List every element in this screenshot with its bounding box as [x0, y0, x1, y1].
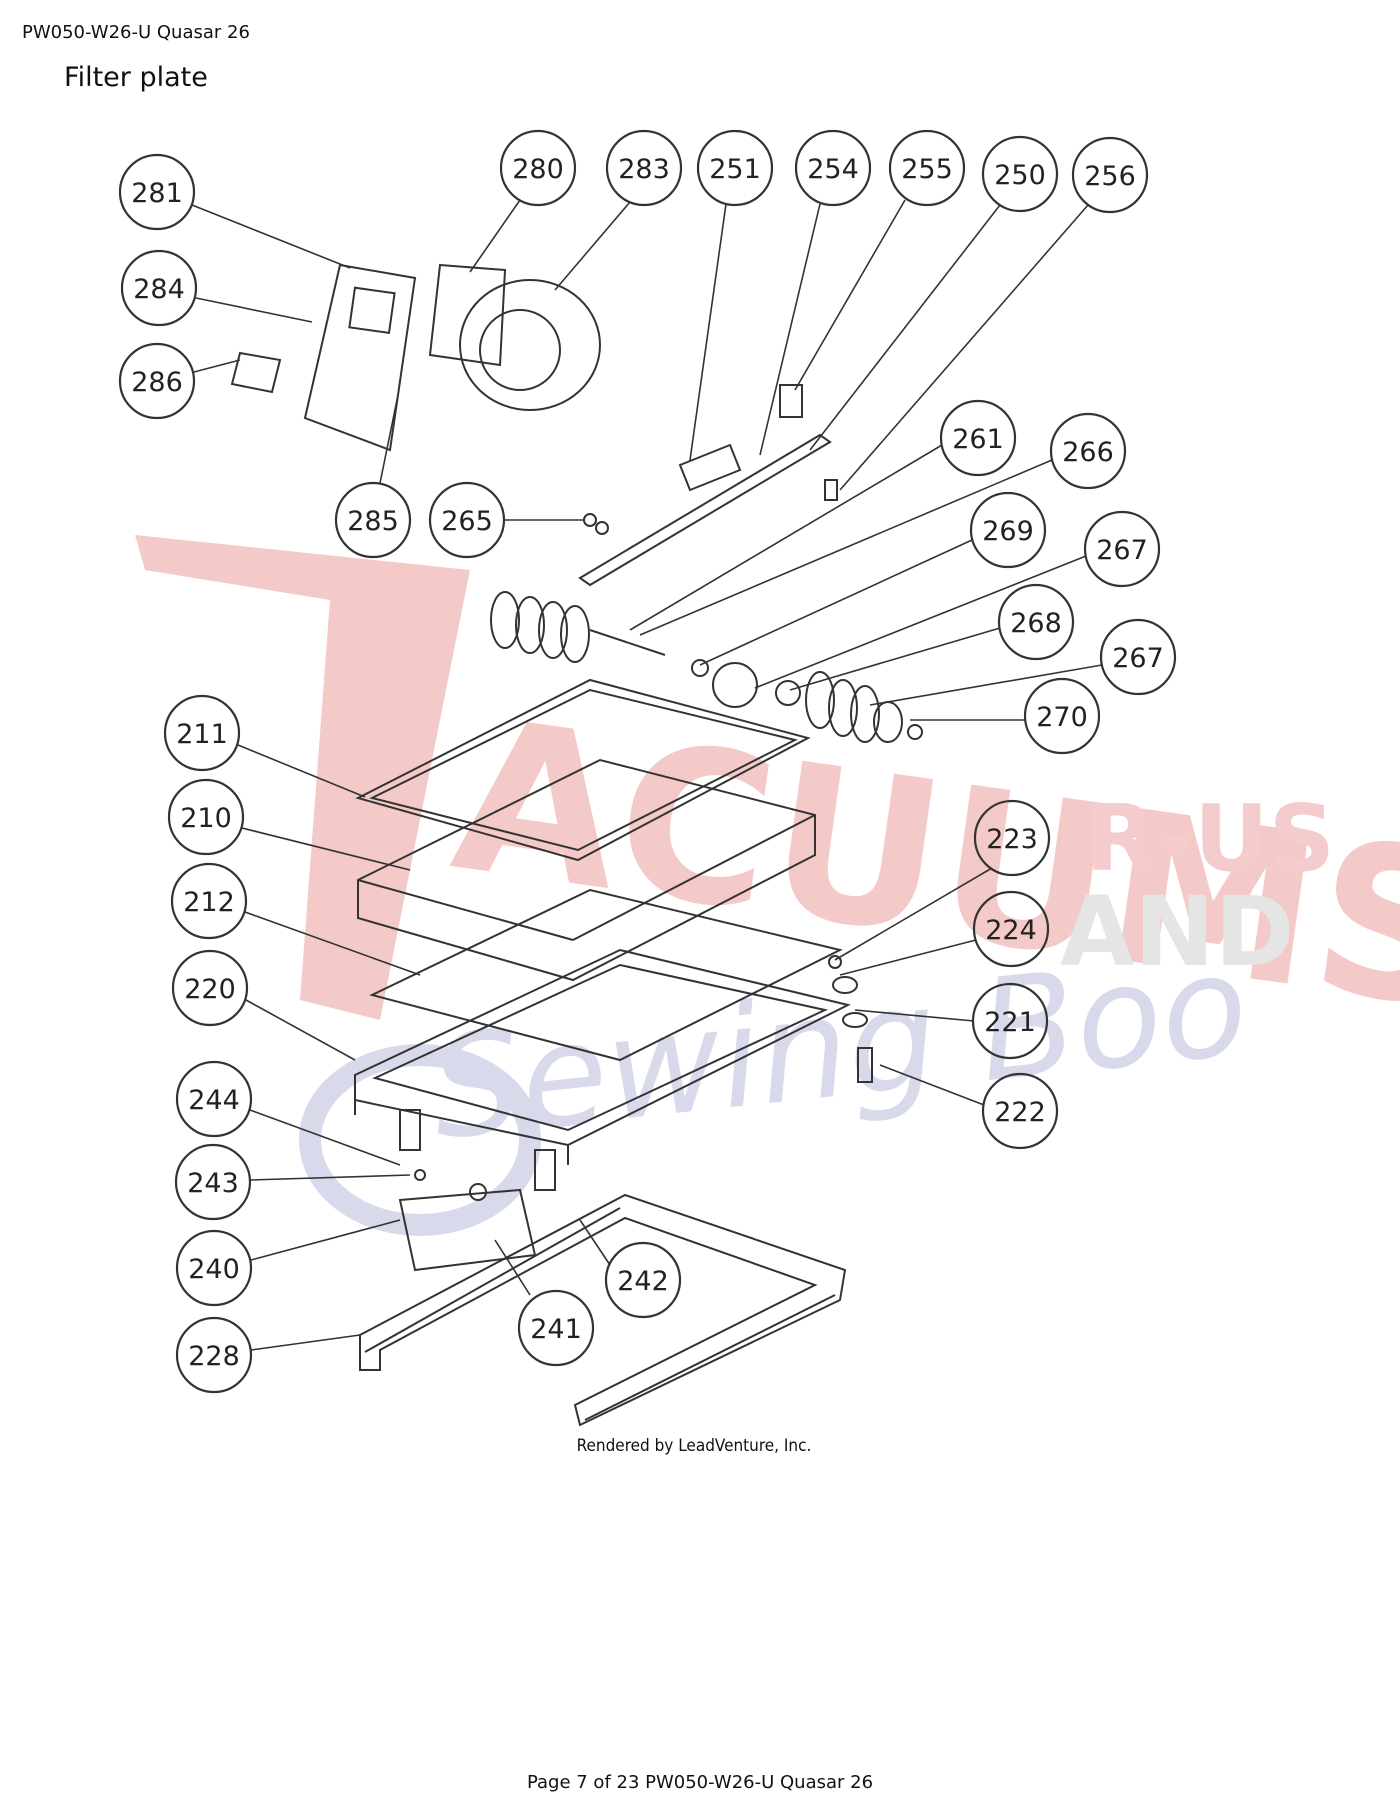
- watermark-v-shape: [135, 535, 470, 1020]
- callout-268: 268: [1010, 608, 1062, 639]
- callout-211: 211: [176, 719, 228, 750]
- callout-244: 244: [188, 1085, 240, 1116]
- callout-256: 256: [1084, 161, 1136, 192]
- callout-224: 224: [985, 915, 1037, 946]
- callout-251: 251: [709, 154, 761, 185]
- callout-283: 283: [618, 154, 670, 185]
- section-title: Filter plate: [64, 62, 208, 93]
- callout-286: 286: [131, 367, 183, 398]
- callout-212: 212: [183, 887, 235, 918]
- callout-210: 210: [180, 803, 232, 834]
- watermark-line2: R-US: [1085, 785, 1335, 892]
- callout-240: 240: [188, 1254, 240, 1285]
- watermark-swirl: [299, 1044, 541, 1236]
- callout-242: 242: [617, 1266, 669, 1297]
- callout-285: 285: [347, 506, 399, 537]
- callout-255: 255: [901, 154, 953, 185]
- callout-243: 243: [187, 1168, 239, 1199]
- callout-267-upper: 267: [1096, 535, 1148, 566]
- callout-223: 223: [986, 824, 1038, 855]
- watermark-line3: AND: [1060, 876, 1294, 988]
- callout-241: 241: [530, 1314, 582, 1345]
- render-credit: Rendered by LeadVenture, Inc.: [576, 1436, 812, 1456]
- callout-261: 261: [952, 424, 1004, 455]
- callout-250: 250: [994, 160, 1046, 191]
- callout-220: 220: [184, 974, 236, 1005]
- callout-228: 228: [188, 1341, 240, 1372]
- parts-drawing: [230, 263, 923, 1427]
- callout-254: 254: [807, 154, 859, 185]
- document-header: PW050-W26-U Quasar 26: [22, 22, 250, 43]
- callout-269: 269: [982, 516, 1034, 547]
- callout-280: 280: [512, 154, 564, 185]
- callout-284: 284: [133, 274, 185, 305]
- callout-222: 222: [994, 1097, 1046, 1128]
- page-footer: Page 7 of 23 PW050-W26-U Quasar 26: [526, 1772, 874, 1793]
- callout-266: 266: [1062, 437, 1114, 468]
- callout-267-lower: 267: [1112, 643, 1164, 674]
- callout-270: 270: [1036, 702, 1088, 733]
- callout-221: 221: [984, 1007, 1036, 1038]
- callout-281: 281: [131, 178, 183, 209]
- callout-265: 265: [441, 506, 493, 537]
